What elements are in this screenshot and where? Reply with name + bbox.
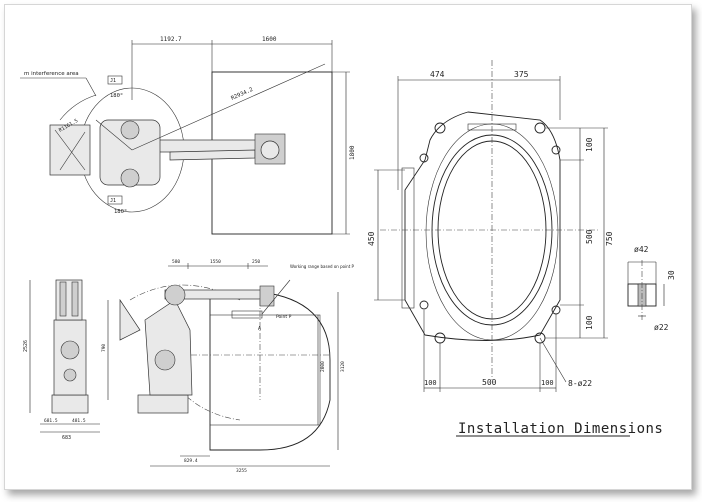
working-range-box [231, 310, 263, 319]
side-top-dim-3: 250 [252, 259, 260, 265]
j1-top-box [107, 75, 123, 85]
front-arm-inner-a [59, 281, 67, 317]
bolt-hole-8 [419, 153, 429, 163]
side-bottom-label-2: 3255 [236, 468, 247, 474]
working-range-note: Working range based on point P [290, 264, 355, 269]
motor-b [120, 168, 140, 188]
plate-dim-100-left: 100 [424, 379, 437, 387]
detail-depth: 30 [667, 270, 676, 280]
interference-leader-2 [85, 77, 97, 97]
dim-top-left: 1192.7 [160, 36, 182, 43]
front-arm-inner-b [71, 281, 79, 317]
working-range-inner [209, 314, 321, 426]
j1-bottom-label: J1 [110, 198, 116, 204]
cable-cross [54, 129, 86, 171]
j1-bottom-box [107, 195, 123, 205]
dim-top-right: 1600 [262, 36, 277, 43]
small-radius-line [95, 119, 133, 151]
reach-radius-line [131, 63, 326, 151]
interference-arc [59, 94, 97, 121]
dim-right: 1800 [349, 145, 356, 160]
front-view: 2526 681.5 481.5 683 [23, 279, 100, 441]
front-base-label-b: 481.5 [72, 418, 86, 424]
hole-detail: ø42 30 ø22 [627, 245, 676, 332]
side-motor [154, 349, 176, 371]
detail-dia-bottom: ø22 [654, 323, 669, 332]
note-leader [261, 279, 291, 315]
side-counterweight [119, 298, 141, 341]
plate-dim-100-top: 100 [585, 137, 594, 152]
bolt-hole-1 [434, 122, 446, 134]
plate-dim-100-right: 100 [541, 379, 554, 387]
interference-label: m interference area [24, 71, 79, 77]
plate-dim-474: 474 [430, 70, 445, 79]
drawing-frame [4, 4, 692, 490]
side-lower-arm [144, 299, 193, 396]
top-fitting [467, 123, 517, 131]
holes-leader [539, 337, 567, 383]
side-right-label-2: 2000 [320, 361, 326, 372]
arm-lower [169, 149, 256, 161]
point-a-label: A [258, 326, 261, 332]
plate-dim-500-v: 500 [585, 229, 594, 244]
side-top-dim-1: 580 [172, 259, 180, 265]
radius-label: R2934.2 [230, 87, 254, 102]
front-base-label-a: 681.5 [44, 418, 58, 424]
top-view: m interference area 1192.7 1600 1800 R29… [20, 36, 356, 235]
front-base [51, 394, 89, 414]
side-view: 580 1550 250 Working range based on poin… [101, 259, 355, 474]
side-elbow [164, 284, 186, 306]
detail-dia-top: ø42 [634, 245, 649, 254]
front-motor-2 [63, 368, 77, 382]
plate-dim-500-h: 500 [482, 378, 497, 387]
front-base-width: 683 [62, 435, 71, 441]
angle-bottom-label: 180° [114, 209, 127, 215]
front-height-label: 2526 [23, 340, 29, 352]
motor-a [120, 120, 140, 140]
bolt-hole-3 [551, 145, 561, 155]
side-bottom-label-1: 829.4 [184, 458, 198, 464]
holes-label: 8-ø22 [568, 379, 592, 388]
side-right-label-1: 3120 [340, 361, 346, 372]
working-range-envelope [209, 291, 331, 451]
bolt-hole-2 [534, 122, 546, 134]
plate-dim-750: 750 [605, 231, 614, 246]
side-wrist [259, 285, 275, 307]
front-motor [60, 340, 80, 360]
bolt-hole-7 [419, 300, 429, 310]
side-top-dim-2: 1550 [210, 259, 221, 265]
plate-dim-100-bottom: 100 [585, 315, 594, 330]
side-left-label: 790 [101, 344, 107, 352]
wrist-flange [260, 140, 280, 160]
side-fitting [401, 167, 415, 309]
angle-top-label: 180° [110, 93, 123, 99]
side-base [137, 394, 189, 414]
point-p-label: Point P [276, 314, 292, 320]
j1-top-label: J1 [110, 78, 116, 84]
plate-dim-375: 375 [514, 70, 529, 79]
mounting-plate: 474 375 450 100 500 100 750 100 500 100 … [367, 60, 614, 392]
plate-dim-450: 450 [367, 231, 376, 246]
drawing-title: Installation Dimensions [458, 421, 663, 437]
